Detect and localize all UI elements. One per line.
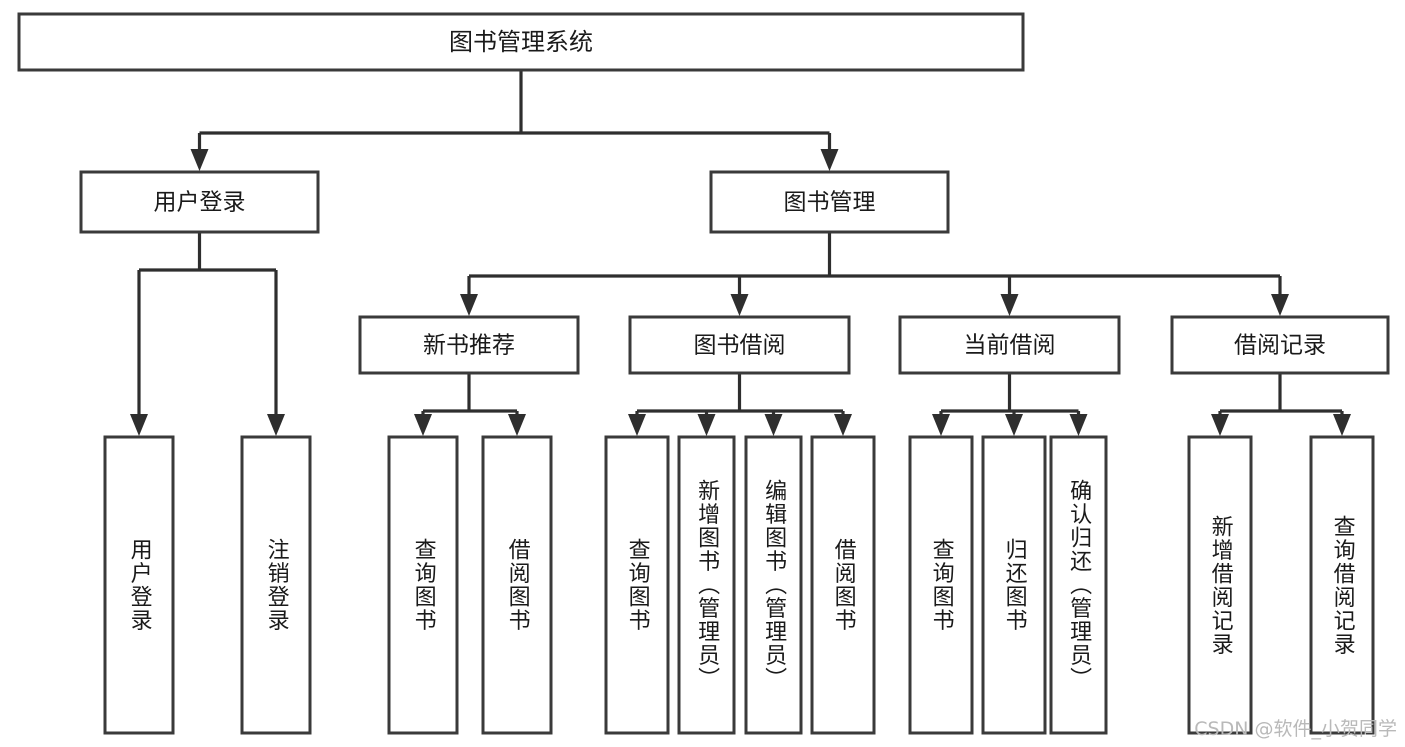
node-box-new-book-recommend[interactable]: [358, 315, 580, 375]
arrow-head-icon: [130, 414, 148, 436]
arrow-head-icon: [764, 414, 783, 436]
arrow-head-icon: [834, 414, 852, 436]
node-box-book-borrow[interactable]: [628, 315, 851, 375]
node-box-user-login[interactable]: [79, 170, 320, 234]
node-box-leaf-add-book-admin[interactable]: [677, 435, 736, 735]
arrow-head-icon: [414, 414, 432, 436]
arrow-head-icon: [697, 414, 716, 436]
arrow-head-icon: [932, 414, 950, 436]
node-label-book-borrow: 图书借阅: [694, 333, 786, 359]
arrow-head-icon: [628, 414, 646, 436]
node-box-leaf-borrow-book[interactable]: [810, 435, 876, 735]
arrow-head-icon: [460, 294, 478, 316]
node-box-leaf-return-book[interactable]: [981, 435, 1047, 735]
node-label-borrow-record: 借阅记录: [1234, 333, 1326, 359]
node-label-user-login: 用户登录: [154, 190, 246, 216]
arrow-head-icon: [1069, 414, 1088, 436]
arrow-head-icon: [1333, 414, 1351, 436]
node-box-leaf-borrow-book-rec[interactable]: [481, 435, 553, 735]
node-box-leaf-query-book-borrow[interactable]: [604, 435, 670, 735]
arrow-head-icon: [508, 414, 526, 436]
node-box-borrow-record[interactable]: [1170, 315, 1390, 375]
node-label-root: 图书管理系统: [449, 28, 593, 56]
node-label-new-book-recommend: 新书推荐: [423, 333, 515, 359]
arrow-head-icon: [730, 294, 749, 316]
node-label-book-manage: 图书管理: [784, 190, 876, 216]
arrow-head-icon: [1271, 294, 1289, 316]
arrow-head-icon: [1211, 414, 1229, 436]
watermark-text: CSDN @软件_小贺同学: [1194, 718, 1397, 740]
node-box-book-manage[interactable]: [709, 170, 950, 234]
node-box-leaf-edit-book-admin[interactable]: [744, 435, 803, 735]
node-box-leaf-user-logout[interactable]: [240, 435, 312, 735]
node-box-leaf-query-borrow-record[interactable]: [1309, 435, 1375, 735]
node-boxes-layer: [17, 12, 1390, 735]
node-box-leaf-confirm-return-admin[interactable]: [1049, 435, 1108, 735]
node-box-leaf-user-login[interactable]: [103, 435, 175, 735]
connector-edges-layer: [130, 70, 1351, 436]
arrow-head-icon: [267, 414, 285, 436]
node-box-leaf-query-book-current[interactable]: [908, 435, 974, 735]
arrow-head-icon: [190, 149, 209, 171]
node-box-leaf-add-borrow-record[interactable]: [1187, 435, 1253, 735]
node-label-current-borrow: 当前借阅: [964, 333, 1056, 359]
arrow-head-icon: [820, 149, 839, 171]
node-box-leaf-query-book-rec[interactable]: [387, 435, 459, 735]
node-box-root[interactable]: [17, 12, 1025, 72]
node-box-current-borrow[interactable]: [898, 315, 1121, 375]
arrow-head-icon: [1000, 294, 1019, 316]
arrow-head-icon: [1005, 414, 1023, 436]
